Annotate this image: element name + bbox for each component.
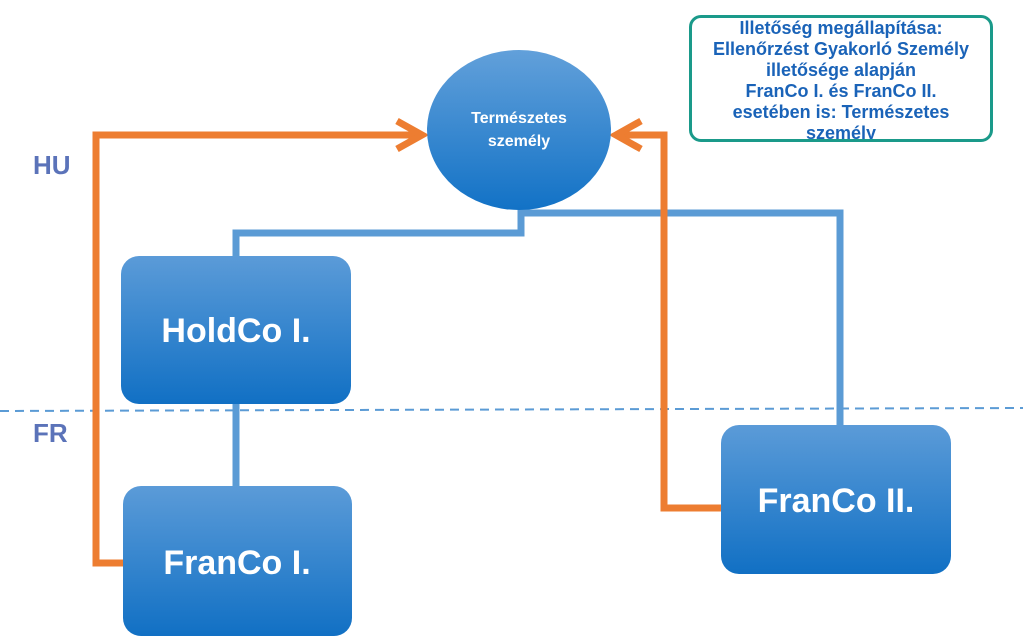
residency-arrow-franco1-person bbox=[92, 131, 420, 567]
note-line-5: esetében is: Természetes bbox=[732, 102, 950, 122]
ownership-line-holdco1-person bbox=[232, 205, 525, 256]
entity-box-franco2 bbox=[721, 425, 951, 574]
entity-label-franco2: FranCo II. bbox=[758, 482, 915, 520]
country-label-fr: FR bbox=[33, 418, 68, 448]
residency-arrow-franco2-person bbox=[618, 131, 722, 512]
entity-label-franco1: FranCo I. bbox=[163, 544, 310, 582]
note-line-1: Illetőség megállapítása: bbox=[739, 18, 943, 38]
residency-arrowhead-right bbox=[608, 117, 643, 153]
note-line-2: Ellenőrzést Gyakorló Személy bbox=[712, 39, 970, 59]
natural-person-label-line2: személy bbox=[488, 133, 550, 150]
note-line-6: személy bbox=[805, 123, 877, 142]
residency-note-box: Illetőség megállapítása: Ellenőrzést Gya… bbox=[689, 15, 993, 142]
natural-person-node bbox=[427, 50, 611, 210]
note-line-3: illetősége alapján bbox=[765, 60, 917, 80]
country-label-hu: HU bbox=[33, 150, 71, 180]
country-divider-line bbox=[0, 407, 1023, 412]
entity-box-holdco1 bbox=[121, 256, 351, 404]
entity-box-franco1 bbox=[123, 486, 352, 636]
residency-arrowhead-left bbox=[395, 117, 430, 153]
note-line-4: FranCo I. és FranCo II. bbox=[745, 81, 937, 101]
ownership-line-person-franco2 bbox=[521, 209, 844, 427]
entity-label-holdco1: HoldCo I. bbox=[161, 312, 310, 350]
natural-person-label-line1: Természetes bbox=[471, 110, 567, 127]
